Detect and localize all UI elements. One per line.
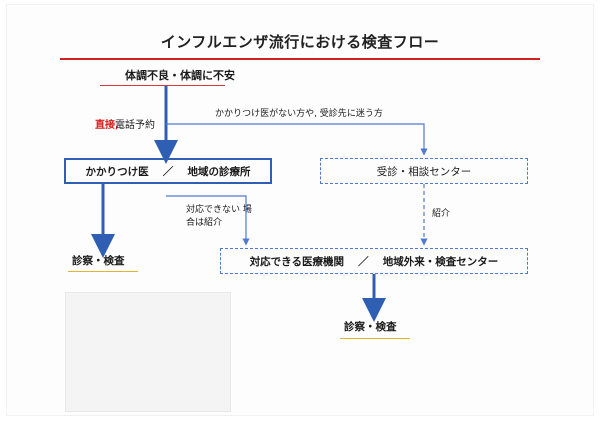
hospital-box: 対応できる医療機関 ／ 地域外来・検査センター [220,248,528,274]
phone-reservation-label: 電話予約 [115,120,155,131]
consult-center-box: 受診・相談センター [320,158,528,184]
consult-center-label: 受診・相談センター [376,165,472,178]
result-right-underline [340,338,410,339]
result-left-label: 診察・検査 [72,255,125,267]
start-node: 体調不良・体調に不安 [125,69,235,82]
branch-right-line [166,123,428,156]
direct-label: 直接, [95,120,119,131]
family-doctor-label: かかりつけ医 ／ 地域の診療所 [85,165,251,178]
hospital-label: 対応できる医療機関 ／ 地域外来・検査センター [249,255,499,268]
no-family-doctor-note: かかりつけ医がない方や, 受診先に迷う方 [215,109,383,119]
title-underline [60,58,540,60]
blank-gray-panel [65,292,231,412]
result-right-label: 診察・検査 [344,321,397,333]
introduction-note: 紹介 [432,209,451,219]
page-title: インフルエンザ流行における検査フロー [160,33,440,51]
start-underline [100,85,225,86]
unable-referral-note: 対応できない 場合は紹介 [186,205,252,228]
family-to-hospital-arrow [166,195,250,246]
result-left-underline [68,271,138,272]
